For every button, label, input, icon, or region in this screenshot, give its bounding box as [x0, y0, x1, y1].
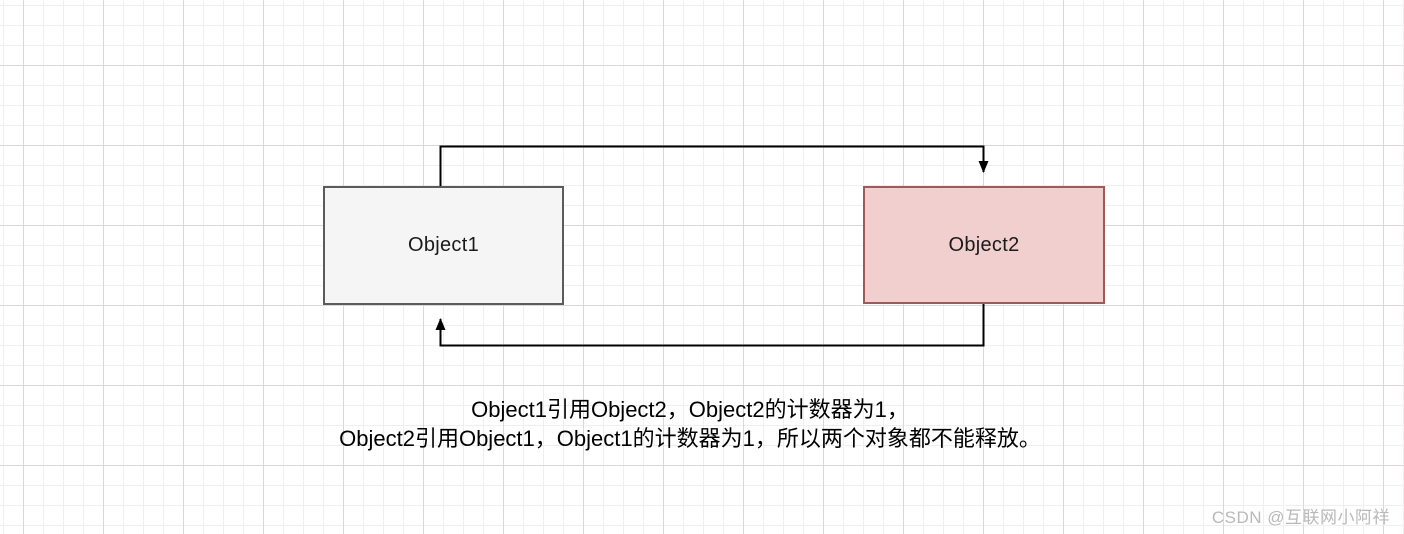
caption-line-2: Object2引用Object1，Object1的计数器为1，所以两个对象都不能… — [339, 426, 1041, 451]
node-object2: Object2 — [863, 186, 1105, 304]
caption-line-1: Object1引用Object2，Object2的计数器为1， — [471, 397, 909, 422]
watermark: CSDN @互联网小阿祥 — [1211, 508, 1390, 527]
node-object2-label: Object2 — [948, 233, 1020, 256]
arrow-object1-to-object2 — [439, 145, 989, 186]
node-object1-label: Object1 — [407, 234, 480, 256]
node-object1: Object1 — [323, 186, 564, 305]
arrow-object2-to-object1 — [435, 304, 985, 347]
caption: Object1引用Object2，Object2的计数器为1， Object2引… — [0, 395, 1380, 453]
